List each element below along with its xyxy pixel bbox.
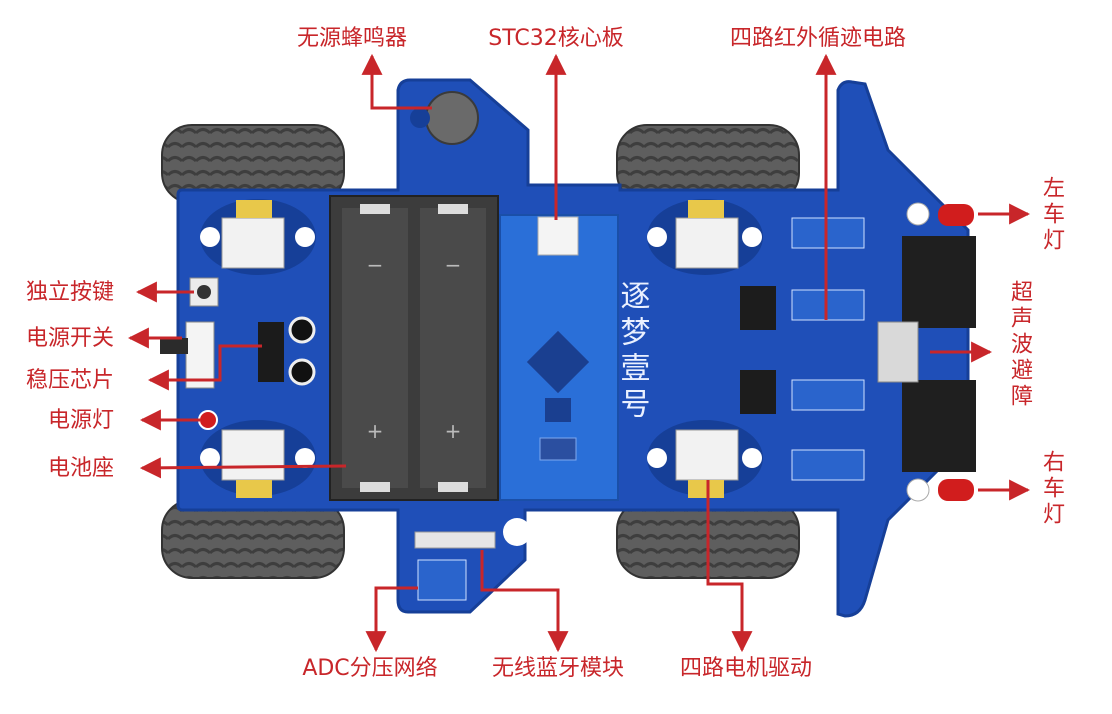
label-adc: ADC分压网络 (302, 656, 438, 681)
arrow-adc (365, 586, 418, 653)
label-left-light: 左车灯 (1039, 176, 1064, 254)
label-buzzer: 无源蜂鸣器 (296, 26, 408, 51)
wheel-rear-left (161, 499, 345, 579)
motor-right-rear (647, 420, 763, 498)
arrow-motor-driver (706, 480, 753, 653)
label-right-light: 右车灯 (1039, 450, 1064, 528)
battery-holder: − − + + (329, 195, 499, 501)
label-bluetooth: 无线蓝牙模块 (491, 656, 625, 681)
label-standalone-key: 独立按键 (26, 280, 115, 305)
label-motor-driver: 四路电机驱动 (679, 656, 813, 681)
label-core-board: STC32核心板 (488, 26, 624, 51)
motor-left-rear (200, 420, 316, 498)
label-battery-holder: 电池座 (48, 456, 115, 481)
arrow-buzzer (361, 53, 432, 110)
label-power-switch: 电源开关 (26, 326, 115, 351)
right-light-led (906, 478, 974, 502)
bluetooth-module (414, 518, 531, 549)
left-light-led (906, 202, 974, 226)
board-silkscreen: 逐梦壹号 (615, 280, 650, 424)
power-switch (160, 321, 215, 389)
svg-text:+: + (445, 419, 462, 443)
adc-network (417, 559, 467, 601)
power-led (198, 410, 218, 430)
arrow-regulator (147, 344, 262, 391)
arrow-battery-holder (139, 457, 347, 479)
svg-text:−: − (367, 253, 384, 277)
svg-text:+: + (367, 419, 384, 443)
stc32-core-board (499, 214, 619, 501)
label-ir-tracking: 四路红外循迹电路 (729, 26, 907, 51)
svg-text:−: − (445, 253, 462, 277)
ultrasonic-sensor (877, 236, 976, 472)
voltage-regulator (258, 316, 316, 386)
label-ultrasonic: 超声波避障 (1007, 280, 1032, 410)
ir-tracking-circuit (740, 217, 865, 481)
arrow-bluetooth (480, 550, 569, 653)
motor-right-front (647, 199, 763, 275)
buzzer (410, 91, 479, 145)
annotation-arrows (127, 53, 1031, 653)
label-power-led: 电源灯 (48, 408, 115, 433)
motor-left-front (200, 199, 316, 275)
standalone-key (189, 277, 219, 307)
label-regulator: 稳压芯片 (26, 368, 115, 393)
